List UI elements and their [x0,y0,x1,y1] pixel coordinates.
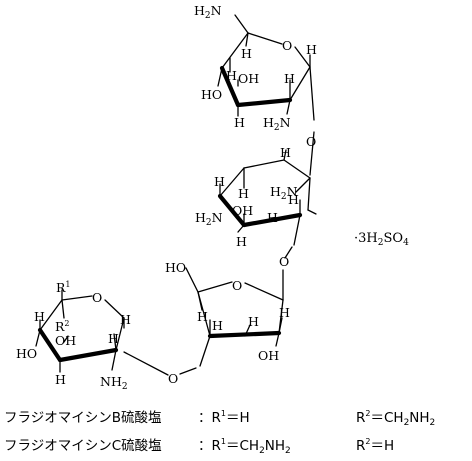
ring-d-ho: HO [16,346,37,361]
glycosidic-oxygen-3: O [168,371,178,386]
ring-d-oh: OH [55,333,76,348]
ring-d-r1: R1 [56,280,71,295]
glycosidic-oxygen-1: O [306,134,316,149]
ring-b-h4: H [288,192,299,207]
ring-d-h2: H [120,312,131,327]
ring-b-h6: H [267,210,278,225]
ring-d-h1: H [34,309,45,324]
ring-c-h3: H [212,318,223,333]
ring-d-h3: H [108,331,119,346]
caption-b-r2: R2＝CH2NH2 [356,409,435,428]
ring-b-h2: H [238,186,249,201]
ring-d-nh2: NH2 [100,374,128,392]
ring-c-h2: H [197,309,208,324]
ring-a-h3: H [226,68,237,83]
ring-a-h2n-bottom: H2N [263,115,291,133]
caption-c-r2: R2＝H [356,437,394,454]
ring-d: R1 O H R2 H OH H HO H NH2 [16,280,131,392]
ring-b-h3: H [214,174,225,189]
caption-b-r1: ：R1＝H [198,409,250,426]
caption-c: フラジオマイシンC硫酸塩 ：R1＝CH2NH2 R2＝H [4,437,394,456]
ring-b-h1: H [280,145,291,160]
ring-c-oh: OH [258,348,279,363]
ring-d-h4: H [55,372,66,387]
salt-label: ·3H2SO4 [354,231,409,248]
ring-a: H2N O H H H OH H HO H H2N [194,3,317,133]
caption-b-name: フラジオマイシンB硫酸塩 [4,410,162,426]
ring-a-h1: H [306,42,317,57]
ring-a-oh: OH [238,71,259,86]
ring-b-nh2-right: H2N [270,184,298,202]
ring-a-ho: HO [201,87,222,102]
ring-c-h4: H [248,314,259,329]
ring-b-oh: OH [232,203,253,218]
ring-a-h4: H [284,71,295,86]
ring-a-h2: H [241,46,252,61]
ring-c-h1: H [279,305,290,320]
glycosidic-oxygen-2: O [279,254,289,269]
ring-a-h2n-top: H2N [194,3,222,21]
ring-a-h5: H [234,115,245,130]
caption-c-name: フラジオマイシンC硫酸塩 [4,438,162,454]
ring-b: H H H H2N H OH H2N H H [195,145,317,249]
ring-d-r2: R2 [55,319,70,334]
ring-b-h2n-left: H2N [195,210,223,228]
ring-c: HO O H H H H OH [165,260,290,367]
ring-c-oxygen: O [232,278,242,293]
ring-a-oxygen: O [282,38,292,53]
ring-b-h5: H [236,234,247,249]
ring-c-ho: HO [165,260,186,275]
caption-c-r1: ：R1＝CH2NH2 [198,437,291,456]
ring-d-oxygen: O [92,290,102,305]
caption-b: フラジオマイシンB硫酸塩 ：R1＝H R2＝CH2NH2 [4,409,435,428]
